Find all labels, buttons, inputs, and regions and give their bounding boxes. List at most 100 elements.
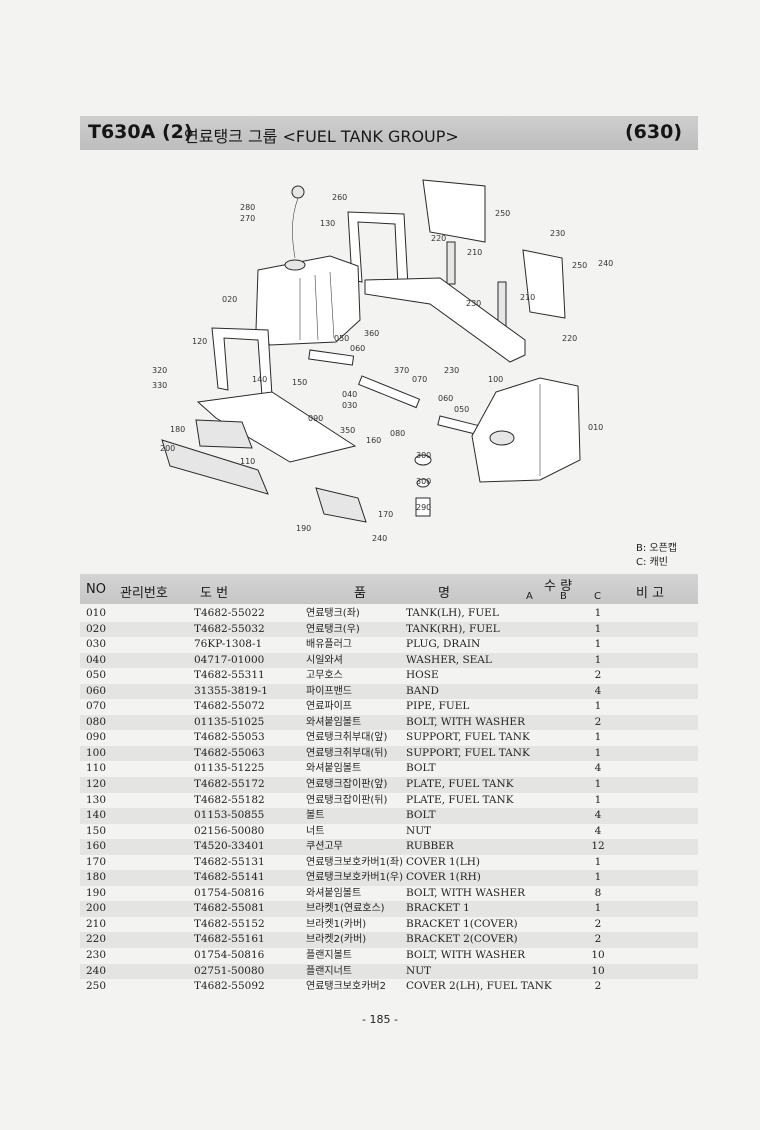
- row-part-number: T4682-55022: [194, 607, 265, 619]
- col-drawing-number: 도 번: [200, 586, 229, 601]
- row-no: 070: [86, 700, 107, 713]
- svg-text:260: 260: [332, 193, 347, 202]
- svg-text:350: 350: [340, 426, 355, 435]
- row-part-number: T4682-55311: [194, 669, 265, 682]
- row-name-english: COVER 2(LH), FUEL TANK: [406, 980, 552, 993]
- row-no: 130: [86, 793, 107, 806]
- row-quantity: 2: [594, 715, 602, 728]
- svg-text:230: 230: [550, 229, 565, 238]
- row-part-number: 01153-50855: [194, 809, 265, 822]
- page-number: - 185 -: [362, 1013, 398, 1026]
- row-name-korean: 연료탱크(우): [306, 623, 360, 635]
- row-name-english: BOLT: [406, 762, 436, 775]
- col-name-b: 명: [438, 586, 450, 601]
- row-name-english: BOLT, WITH WASHER: [406, 886, 525, 899]
- row-name-korean: 파이프밴드: [306, 685, 352, 697]
- svg-text:050: 050: [334, 334, 349, 343]
- svg-text:230: 230: [444, 366, 459, 375]
- svg-text:240: 240: [598, 259, 613, 268]
- row-name-korean: 브라켓1(카버): [306, 918, 367, 930]
- row-no: 160: [86, 840, 107, 853]
- group-code: (630): [624, 121, 682, 143]
- row-quantity: 4: [594, 684, 602, 697]
- row-no: 170: [86, 855, 107, 868]
- row-name-korean: 연료탱크보호카버1(좌): [306, 856, 403, 868]
- row-part-number: T4520-33401: [194, 840, 265, 853]
- filler-cap: [291, 185, 305, 199]
- svg-text:220: 220: [562, 334, 577, 343]
- svg-text:200: 200: [160, 444, 175, 453]
- tank-right-cap: [489, 430, 515, 446]
- cover-2-upper: [422, 179, 486, 243]
- support-front-090: [196, 391, 357, 463]
- svg-text:250: 250: [495, 209, 510, 218]
- row-name-korean: 연료탱크보호카버1(우): [306, 872, 403, 884]
- row-quantity: 4: [594, 824, 602, 837]
- fuel-tank-right: [471, 377, 581, 483]
- row-no: 120: [86, 778, 107, 791]
- svg-text:240: 240: [372, 534, 387, 543]
- row-name-english: WASHER, SEAL: [406, 653, 492, 666]
- row-name-english: PLATE, FUEL TANK: [406, 778, 514, 791]
- row-name-english: TANK(LH), FUEL: [406, 607, 499, 619]
- svg-text:190: 190: [296, 524, 311, 533]
- row-no: 080: [86, 715, 107, 728]
- row-part-number: 01135-51225: [194, 762, 265, 775]
- row-part-number: T4682-55131: [194, 855, 265, 868]
- svg-text:150: 150: [292, 378, 307, 387]
- row-no: 040: [86, 653, 107, 666]
- col-qty-b: B: [560, 591, 567, 602]
- row-no: 250: [86, 980, 107, 993]
- row-part-number: 01135-51025: [194, 715, 265, 728]
- svg-text:020: 020: [222, 295, 237, 304]
- row-part-number: 01754-50816: [194, 949, 265, 962]
- svg-text:100: 100: [488, 375, 503, 384]
- row-name-korean: 와셔붙임볼트: [306, 716, 362, 728]
- row-name-korean: 와셔붙임볼트: [306, 763, 362, 775]
- row-part-number: T4682-55152: [194, 917, 265, 930]
- row-no: 010: [86, 607, 107, 619]
- svg-text:060: 060: [438, 394, 453, 403]
- hose-050-b: [437, 415, 480, 436]
- parts-table-header: NO 관리번호 도 번 품 명 수 량 A B C 비 고: [80, 574, 698, 604]
- part-290: [415, 497, 431, 517]
- row-no: 190: [86, 886, 107, 899]
- row-part-number: T4682-55182: [194, 793, 265, 806]
- row-quantity: 2: [594, 917, 602, 930]
- row-name-english: COVER 1(LH): [406, 855, 480, 868]
- row-name-korean: 볼트: [306, 810, 325, 822]
- svg-text:230: 230: [466, 299, 481, 308]
- row-quantity: 1: [594, 638, 602, 651]
- row-name-english: TANK(RH), FUEL: [406, 622, 500, 635]
- row-name-english: HOSE: [406, 669, 439, 682]
- row-name-korean: 연료탱크잡이판(뒤): [306, 794, 388, 806]
- row-name-korean: 연료탱크취부대(앞): [306, 732, 388, 744]
- row-no: 230: [86, 949, 107, 962]
- svg-text:070: 070: [412, 375, 427, 384]
- row-name-english: SUPPORT, FUEL TANK: [406, 746, 530, 759]
- row-part-number: T4682-55072: [194, 700, 265, 713]
- row-quantity: 1: [594, 622, 602, 635]
- row-name-korean: 고무호스: [306, 670, 343, 682]
- svg-text:040: 040: [342, 390, 357, 399]
- svg-text:030: 030: [342, 401, 357, 410]
- row-quantity: 1: [594, 902, 602, 915]
- col-qty-a: A: [526, 591, 533, 602]
- row-part-number: T4682-55141: [194, 871, 265, 884]
- row-name-korean: 와셔붙임볼트: [306, 887, 362, 899]
- section-title: T630A (2): [88, 121, 193, 143]
- row-name-english: NUT: [406, 964, 432, 977]
- ring-300-a: [414, 454, 432, 466]
- row-name-korean: 브라켓2(카버): [306, 934, 367, 946]
- row-no: 060: [86, 684, 107, 697]
- row-part-number: T4682-55063: [194, 746, 265, 759]
- svg-text:060: 060: [350, 344, 365, 353]
- col-qty-c: C: [594, 591, 601, 602]
- row-name-korean: 플랜지너트: [306, 965, 352, 977]
